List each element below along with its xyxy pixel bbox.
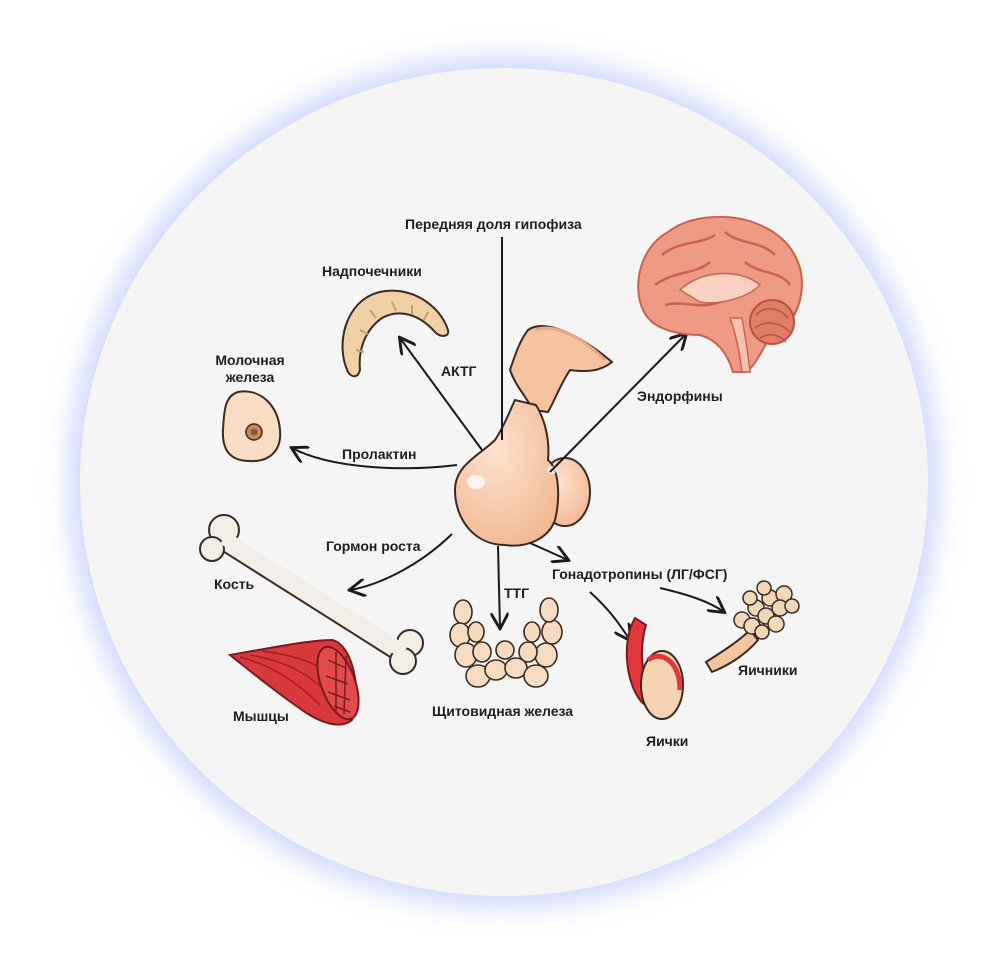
- ovary-illustration: [704, 580, 800, 674]
- label-thyroid: Щитовидная железа: [432, 703, 574, 719]
- bone-illustration: [199, 514, 424, 675]
- arrow-growth-hormone: [350, 533, 453, 590]
- testis-illustration: [625, 616, 684, 720]
- label-mammary-line1: Молочная: [215, 352, 285, 368]
- muscle-illustration: [227, 638, 360, 726]
- label-mammary-line2: железа: [225, 369, 275, 385]
- label-gonadotropins: Гонадотропины (ЛГ/ФСГ): [552, 566, 728, 582]
- label-mammary: Молочная железа: [210, 352, 290, 386]
- pituitary-gland: [453, 325, 614, 547]
- arrow-to-ovaries: [659, 587, 724, 612]
- label-prolactin: Пролактин: [342, 446, 417, 462]
- label-muscles: Мышцы: [233, 708, 289, 724]
- arrow-prolactin: [292, 448, 458, 470]
- arrow-endorphins: [549, 334, 686, 473]
- pituitary-title: Передняя доля гипофиза: [405, 216, 582, 232]
- brain-illustration: [637, 216, 803, 373]
- anterior-lobe: [453, 398, 560, 547]
- label-ovaries: Яичники: [738, 662, 798, 678]
- arrow-gonadotropins: [529, 542, 568, 560]
- label-acth: АКТГ: [441, 363, 477, 379]
- label-adrenal: Надпочечники: [322, 263, 422, 279]
- adrenal-illustration: [341, 289, 450, 378]
- label-endorphins: Эндорфины: [637, 388, 723, 404]
- label-testes: Яички: [646, 733, 689, 749]
- thyroid-illustration: [449, 597, 563, 688]
- pituitary-stalk: [508, 325, 614, 414]
- label-growth-hormone: Гормон роста: [326, 538, 421, 554]
- label-bone: Кость: [214, 576, 255, 592]
- mammary-illustration: [221, 390, 282, 463]
- arrow-to-testes: [589, 591, 630, 640]
- label-tsh: ТТГ: [504, 585, 530, 601]
- arrow-acth: [400, 338, 483, 451]
- arrow-tsh: [498, 545, 500, 628]
